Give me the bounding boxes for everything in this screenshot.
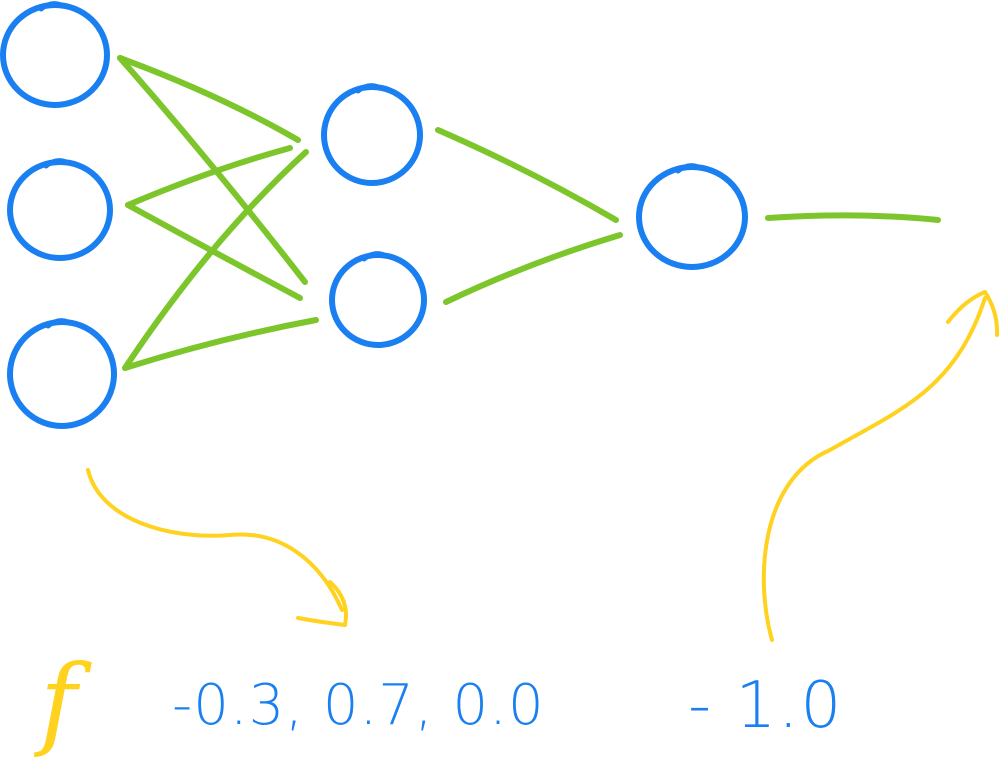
input-node [0, 2, 110, 108]
output-node-stroke [675, 163, 701, 174]
connection-line [122, 317, 319, 371]
output-value-label: - 1.0 [688, 669, 844, 743]
output-node [636, 164, 748, 270]
input-values-label: -0.3, 0.7, 0.0 [172, 673, 545, 738]
hidden-node [329, 252, 427, 348]
hidden-node-stroke [355, 83, 381, 94]
inputs-arrow-head [296, 580, 348, 627]
connection-line [443, 232, 623, 305]
input-node [7, 159, 113, 261]
inputs-arrow [86, 468, 344, 612]
connection-line [117, 55, 301, 143]
connection-line [122, 149, 309, 371]
connection-line [117, 55, 308, 285]
function-label: f [40, 643, 78, 760]
hidden-node-stroke [361, 251, 387, 262]
output-arrow-head [946, 290, 1000, 337]
connection-line [435, 127, 619, 223]
input-node-stroke [43, 158, 69, 169]
output-arrow [761, 296, 987, 642]
connection-line [765, 212, 941, 223]
input-node [7, 319, 117, 429]
hidden-node [321, 84, 423, 186]
input-node-stroke [45, 318, 71, 329]
connection-line [125, 145, 293, 208]
input-node-stroke [38, 1, 64, 12]
